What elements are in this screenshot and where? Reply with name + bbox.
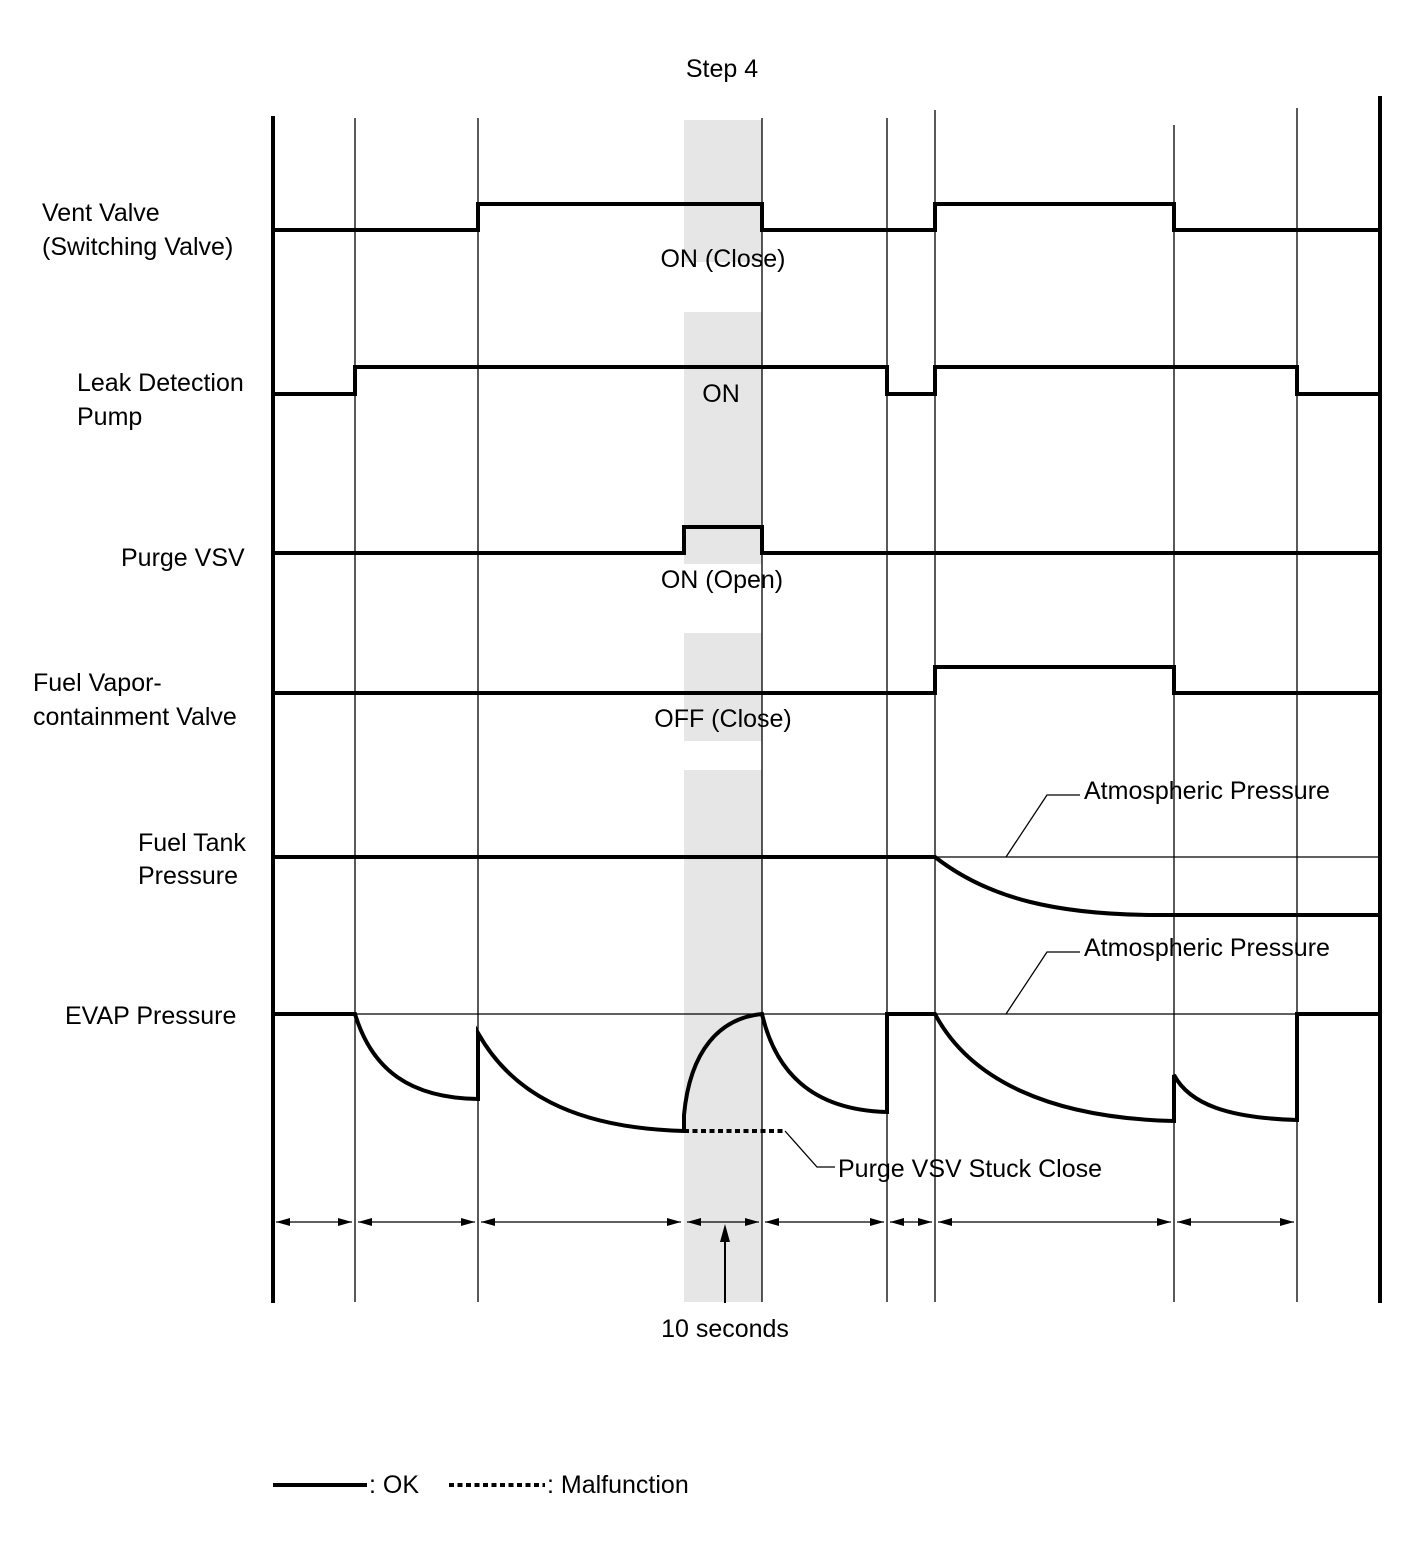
dimension-arrowhead-right bbox=[870, 1218, 884, 1226]
purge-vsv-stuck-close-note: Purge VSV Stuck Close bbox=[838, 1155, 1102, 1183]
fvcv-state-label: OFF (Close) bbox=[654, 705, 792, 733]
evap-atmospheric-leader-line bbox=[1005, 951, 1080, 1015]
band-pump-purge bbox=[684, 312, 762, 564]
leak-pump-label-line1: Leak Detection bbox=[77, 369, 244, 397]
legend: : OK : Malfunction bbox=[273, 1471, 689, 1499]
leak-pump-signal bbox=[273, 365, 1380, 396]
purge-vsv-signal bbox=[273, 525, 1380, 555]
dimension-arrowhead-left bbox=[481, 1218, 495, 1226]
dimension-arrowhead-left bbox=[1177, 1218, 1191, 1226]
vent-valve-signal bbox=[273, 202, 1380, 232]
purge-state-label: ON (Open) bbox=[661, 566, 783, 594]
purge-vsv-label: Purge VSV bbox=[121, 544, 245, 572]
dimension-arrowhead-left bbox=[687, 1218, 701, 1226]
dimension-arrowhead-left bbox=[765, 1218, 779, 1226]
dimension-arrowhead-left bbox=[938, 1218, 952, 1226]
band-fvcv bbox=[684, 633, 762, 741]
evap-atmospheric-pressure-label: Atmospheric Pressure bbox=[1084, 934, 1330, 962]
legend-ok-label: : OK bbox=[369, 1471, 419, 1499]
fuel-tank-pressure-label-line1: Fuel Tank bbox=[138, 829, 246, 857]
evap-pressure-label: EVAP Pressure bbox=[65, 1002, 236, 1030]
fvcv-label-line1: Fuel Vapor- bbox=[33, 669, 162, 697]
dimension-arrowhead-left bbox=[358, 1218, 372, 1226]
dimension-arrowhead-right bbox=[338, 1218, 352, 1226]
tank-atmospheric-pressure-label: Atmospheric Pressure bbox=[1084, 777, 1330, 805]
time-gridlines bbox=[354, 108, 1298, 1302]
ten-seconds-label: 10 seconds bbox=[661, 1315, 789, 1343]
ten-second-pointer-arrowhead bbox=[720, 1224, 730, 1242]
tank-atmospheric-leader-line bbox=[1005, 794, 1080, 858]
fvcv-label-line2: containment Valve bbox=[33, 703, 237, 731]
ten-second-pointer bbox=[720, 1224, 730, 1303]
pump-state-label: ON bbox=[702, 380, 740, 408]
malfunction-leader-line bbox=[784, 1130, 835, 1168]
dimension-arrowhead-left bbox=[276, 1218, 290, 1226]
vent-state-label: ON (Close) bbox=[660, 245, 785, 273]
dimension-arrowhead-right bbox=[667, 1218, 681, 1226]
dimension-arrowhead-right bbox=[918, 1218, 932, 1226]
fvcv-signal bbox=[273, 665, 1380, 695]
dimension-arrowhead-right bbox=[461, 1218, 475, 1226]
band-vent bbox=[684, 120, 762, 262]
leak-pump-label-line2: Pump bbox=[77, 403, 142, 431]
legend-malfunction-label: : Malfunction bbox=[547, 1471, 689, 1499]
diagram-title: Step 4 bbox=[686, 55, 758, 83]
dimension-arrowhead-left bbox=[890, 1218, 904, 1226]
dimension-arrowhead-right bbox=[1280, 1218, 1294, 1226]
fuel-tank-pressure-label-line2: Pressure bbox=[138, 862, 238, 890]
vent-valve-label-line2: (Switching Valve) bbox=[42, 233, 233, 261]
dimension-arrowhead-right bbox=[745, 1218, 759, 1226]
vent-valve-label-line1: Vent Valve bbox=[42, 199, 160, 227]
evap-pressure-trace bbox=[273, 1011, 1380, 1134]
fuel-tank-pressure-trace bbox=[273, 855, 1380, 917]
dimension-arrowhead-right bbox=[1157, 1218, 1171, 1226]
time-interval-dimensions bbox=[276, 1218, 1294, 1226]
